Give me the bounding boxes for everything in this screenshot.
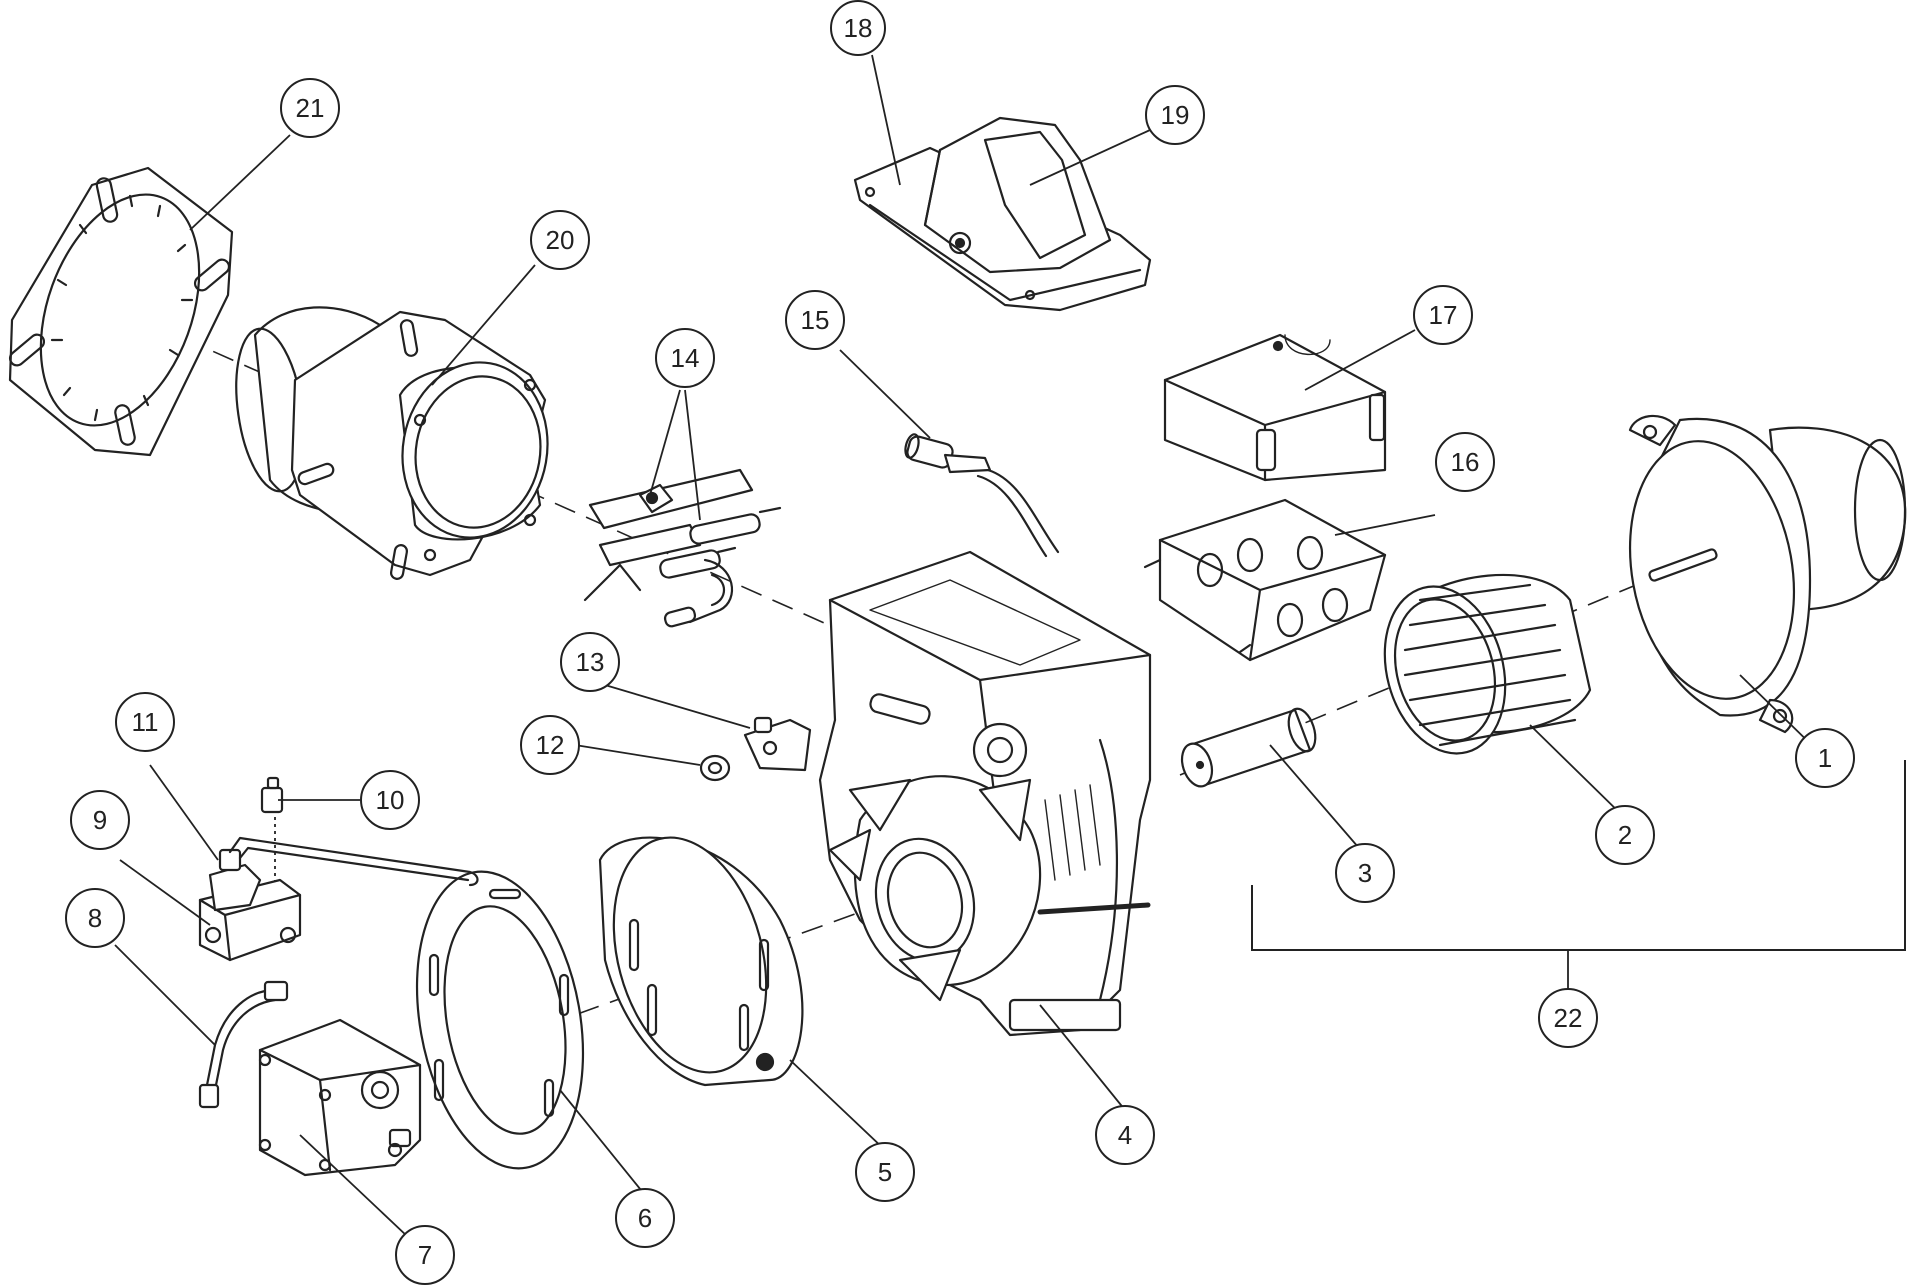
balloon-21: 21 xyxy=(280,78,340,138)
part-10-fitting xyxy=(260,776,284,814)
balloon-19-label: 19 xyxy=(1161,100,1190,130)
balloon-17-label: 17 xyxy=(1429,300,1458,330)
balloon-21-label: 21 xyxy=(296,93,325,123)
balloon-16-label: 16 xyxy=(1451,447,1480,477)
balloon-10: 10 xyxy=(360,770,420,830)
balloon-18-label: 18 xyxy=(844,13,873,43)
part-5-clamp-band xyxy=(598,836,804,1087)
balloon-16: 16 xyxy=(1435,432,1495,492)
balloon-8: 8 xyxy=(65,888,125,948)
balloon-3-label: 3 xyxy=(1358,858,1372,888)
part-3-coupling xyxy=(1180,707,1317,788)
part-4-burner-housing xyxy=(818,550,1152,1037)
balloon-9-label: 9 xyxy=(93,805,107,835)
balloon-8-label: 8 xyxy=(88,903,102,933)
balloon-15-label: 15 xyxy=(801,305,830,335)
balloon-5: 5 xyxy=(855,1142,915,1202)
part-14-electrode-assembly xyxy=(583,468,782,628)
part-1-motor xyxy=(1628,414,1907,734)
balloon-15: 15 xyxy=(785,290,845,350)
balloon-4: 4 xyxy=(1095,1105,1155,1165)
part-13-bracket xyxy=(743,716,812,772)
part-7-fuel-pump xyxy=(258,1018,422,1177)
balloon-2: 2 xyxy=(1595,805,1655,865)
balloon-17: 17 xyxy=(1413,285,1473,345)
balloon-1: 1 xyxy=(1795,728,1855,788)
balloon-20-label: 20 xyxy=(546,225,575,255)
balloon-7: 7 xyxy=(395,1225,455,1285)
balloon-13-label: 13 xyxy=(576,647,605,677)
balloon-7-label: 7 xyxy=(418,1240,432,1270)
part-6-gasket-ring xyxy=(415,870,585,1170)
balloon-20: 20 xyxy=(530,210,590,270)
balloon-18: 18 xyxy=(830,0,886,56)
part-16-junction-box xyxy=(1143,498,1387,662)
part-21-flange-gasket xyxy=(8,166,234,457)
part-8-fuel-line xyxy=(198,980,289,1109)
part-17-control-module xyxy=(1163,333,1387,482)
balloon-2-label: 2 xyxy=(1618,820,1632,850)
balloon-5-label: 5 xyxy=(878,1157,892,1187)
part-11-fuel-pipe xyxy=(228,836,479,887)
balloon-12-label: 12 xyxy=(536,730,565,760)
part-12-nut xyxy=(699,754,731,782)
balloon-14-label: 14 xyxy=(671,343,700,373)
balloon-11: 11 xyxy=(115,692,175,752)
balloon-13: 13 xyxy=(560,632,620,692)
balloon-22-label: 22 xyxy=(1554,1003,1583,1033)
balloon-10-label: 10 xyxy=(376,785,405,815)
balloon-14: 14 xyxy=(655,328,715,388)
part-19-cover-dome xyxy=(923,116,1112,274)
balloon-3: 3 xyxy=(1335,843,1395,903)
balloon-6-label: 6 xyxy=(638,1203,652,1233)
balloon-1-label: 1 xyxy=(1818,743,1832,773)
balloon-19: 19 xyxy=(1145,85,1205,145)
part-15-photocell xyxy=(904,433,1060,558)
balloon-22: 22 xyxy=(1538,988,1598,1048)
balloon-4-label: 4 xyxy=(1118,1120,1132,1150)
balloon-11-label: 11 xyxy=(132,707,159,737)
balloon-6: 6 xyxy=(615,1188,675,1248)
balloon-9: 9 xyxy=(70,790,130,850)
part-20-blast-tube xyxy=(235,306,549,580)
balloon-12: 12 xyxy=(520,715,580,775)
part-2-blower-wheel xyxy=(1383,573,1592,755)
part-9-solenoid-valve xyxy=(198,848,302,962)
